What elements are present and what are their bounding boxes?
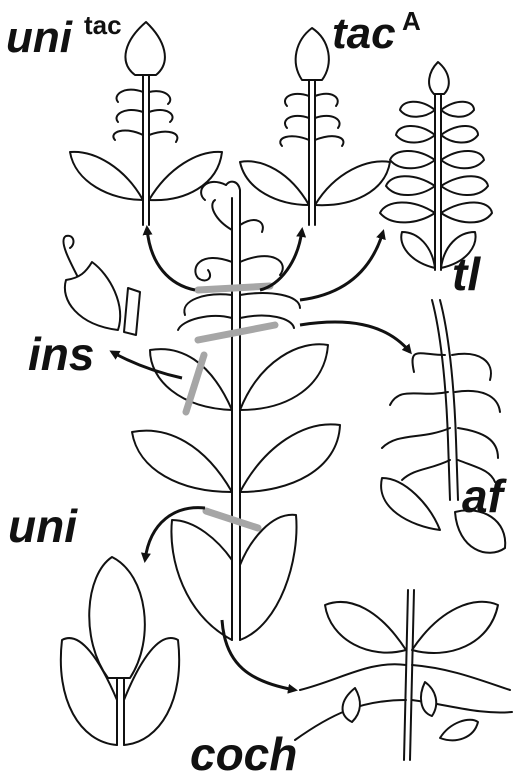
leaflet	[412, 602, 498, 653]
arrow-to-tac-A	[260, 230, 302, 290]
terminal-leaflet	[429, 62, 449, 94]
central-tendril	[240, 256, 283, 275]
leaflet	[240, 161, 309, 205]
leaflet	[149, 152, 222, 200]
central-tendril	[195, 258, 232, 280]
uni-leaf	[61, 557, 179, 745]
central-wildtype-leaf	[132, 182, 340, 640]
label-coch: coch	[190, 728, 297, 778]
central-tendril	[178, 316, 232, 330]
leaflet	[325, 602, 406, 653]
central-tendril	[240, 293, 300, 308]
label-tac-A: tac	[332, 9, 396, 58]
arrow-to-uni-tac	[147, 228, 195, 290]
label-uni-tac-superscript: tac	[84, 10, 122, 40]
label-uni: uni	[8, 500, 78, 552]
boundary-bar	[198, 286, 270, 290]
arrow-to-tl	[300, 232, 383, 300]
uni-tac-leaf	[70, 22, 222, 225]
leaflet	[315, 161, 390, 205]
coch-leaf	[295, 590, 512, 760]
central-leaflet-right	[240, 424, 340, 492]
leaflet	[70, 152, 143, 200]
central-leaflet-left	[132, 431, 232, 492]
label-ins: ins	[28, 328, 94, 380]
central-tendril	[240, 220, 263, 232]
leaflet	[65, 262, 120, 330]
stipule	[381, 478, 440, 530]
central-tendril	[184, 294, 232, 315]
leaflet	[89, 557, 145, 678]
rachis	[404, 590, 414, 760]
tl-leaf	[380, 62, 492, 270]
rachis	[435, 94, 441, 270]
label-af: af	[462, 470, 508, 522]
terminal-leaflet	[296, 28, 329, 80]
stipule	[124, 288, 140, 335]
rachis	[143, 75, 149, 225]
central-stipule-right	[240, 515, 297, 640]
stipule	[401, 232, 435, 268]
ins-leaf	[63, 236, 140, 335]
label-uni-tac: uni	[6, 13, 73, 62]
rachis	[309, 80, 315, 225]
petiole	[117, 678, 124, 745]
central-leaflet-right	[240, 344, 328, 410]
central-tendril	[212, 200, 232, 230]
boundary-bar	[198, 325, 275, 340]
label-tac-A-superscript: A	[402, 6, 421, 36]
rachis	[432, 300, 458, 500]
terminal-leaflet	[125, 22, 164, 75]
label-tl: tl	[452, 248, 481, 300]
